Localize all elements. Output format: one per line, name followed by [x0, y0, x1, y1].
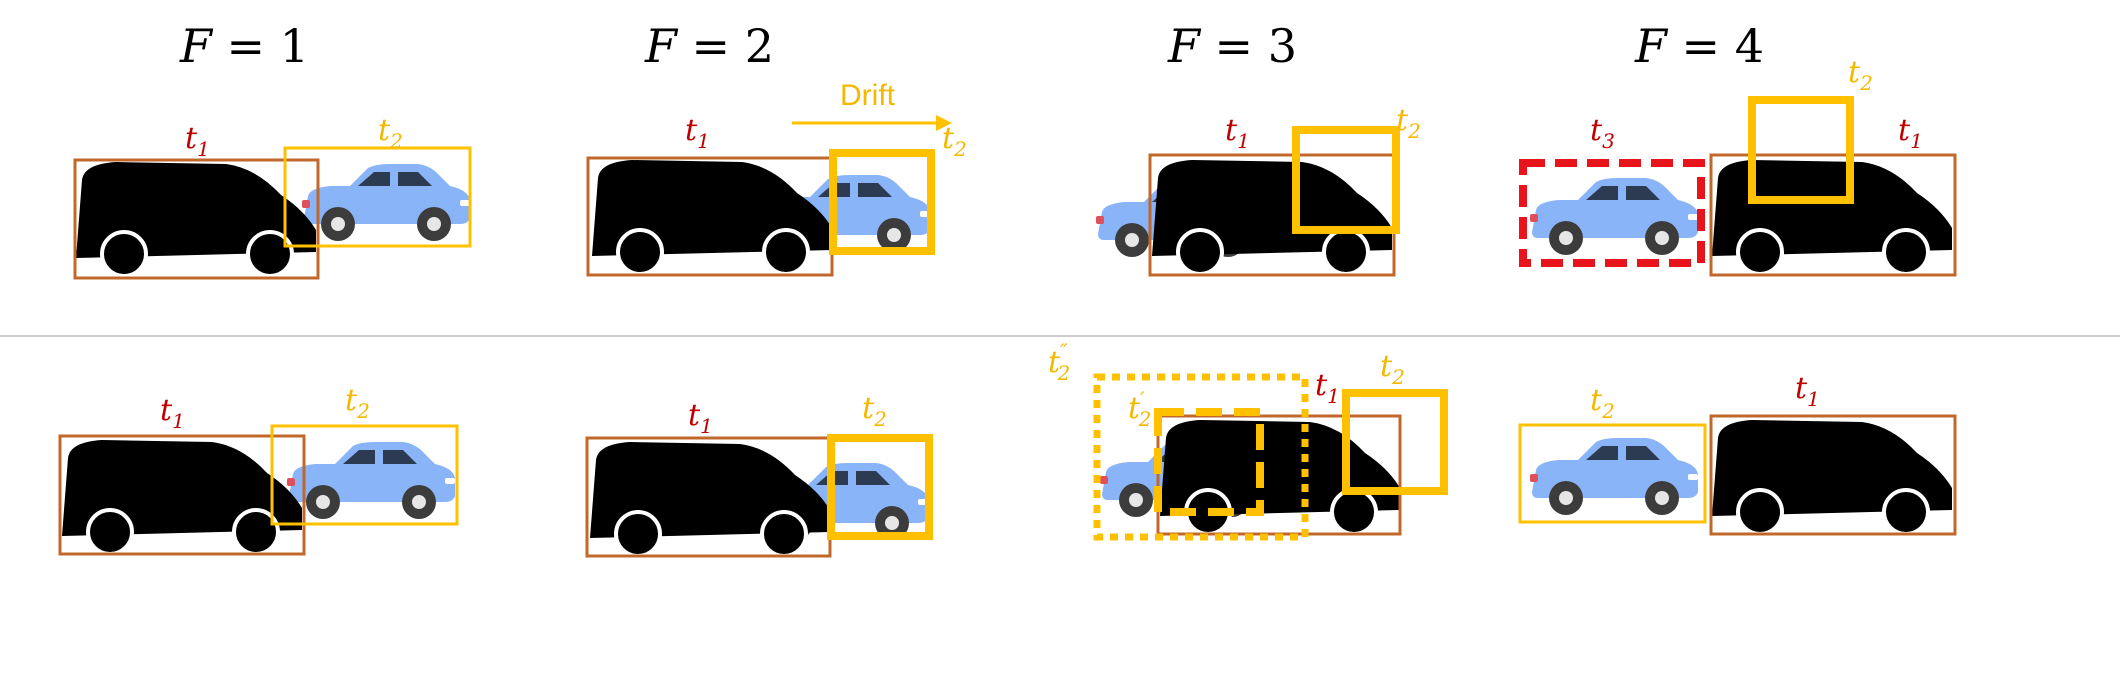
track-box-t1 [1709, 153, 1957, 277]
label-t2: t2 [1848, 55, 1873, 95]
label-t2: t2 [862, 391, 887, 431]
track-box-t2 [827, 434, 933, 540]
label-t3: t3 [1590, 113, 1615, 153]
label-t1: t1 [1225, 113, 1250, 153]
black-minivan-icon [1150, 158, 1394, 276]
label-t2: t2 [378, 113, 403, 153]
top-frame-2: t1 t2 Drift [586, 79, 967, 277]
svg-text:F = 1: F = 1 [179, 19, 309, 73]
label-t2: t2 [1590, 383, 1615, 423]
label-t2-double-prime: t″2 [1048, 339, 1070, 385]
black-minivan-icon [1710, 418, 1954, 536]
track-box-t2 [829, 149, 935, 255]
svg-text:F = 2: F = 2 [644, 19, 774, 73]
track-box-t2-prime [1154, 408, 1264, 516]
top-frame-3: t1 t2 [1096, 103, 1421, 277]
track-box-t1 [73, 158, 320, 280]
label-t2-prime: t′2 [1128, 387, 1151, 431]
label-t1: t1 [1795, 371, 1820, 411]
black-minivan-icon [74, 160, 318, 278]
track-box-t2 [283, 146, 472, 248]
svg-text:F = 3: F = 3 [1167, 19, 1297, 73]
track-box-t2 [1292, 126, 1400, 234]
track-box-t3 [1519, 159, 1705, 267]
black-minivan-icon [590, 158, 834, 276]
label-t1: t1 [185, 121, 210, 161]
track-box-t1 [58, 434, 306, 556]
label-t2: t2 [1380, 349, 1405, 389]
black-minivan-icon [60, 438, 304, 556]
track-box-t2 [270, 424, 459, 526]
drift-label: Drift [840, 79, 896, 112]
label-t1: t1 [1315, 368, 1340, 408]
track-box-t2-double-prime [1093, 373, 1309, 541]
bottom-frame-2: t1 t2 [585, 391, 933, 558]
svg-text:F = 4: F = 4 [1634, 19, 1764, 73]
black-minivan-icon [588, 440, 832, 558]
label-t1: t1 [688, 398, 713, 438]
top-frame-4: t3 t1 t2 [1519, 55, 1957, 277]
label-t1: t1 [160, 393, 185, 433]
blue-sedan-icon [302, 164, 470, 241]
blue-sedan-icon [287, 442, 455, 519]
bottom-frame-4: t2 t1 [1518, 371, 1957, 536]
blue-sedan-icon [1530, 438, 1698, 515]
track-box-t2 [1518, 423, 1707, 524]
track-box-t2 [1342, 389, 1448, 495]
label-t1: t1 [1898, 113, 1923, 153]
label-t2: t2 [942, 121, 967, 161]
frame-header-3: F = 3 [1167, 19, 1297, 73]
bottom-frame-3: t″2 t′2 t1 t2 [1048, 339, 1448, 541]
label-t2: t2 [1396, 103, 1421, 143]
top-frame-1: t1 t2 [73, 113, 472, 280]
label-t1: t1 [685, 113, 710, 153]
bottom-frame-1: t1 t2 [58, 383, 459, 556]
drift-arrow-icon [792, 115, 952, 131]
frame-header-1: F = 1 [179, 19, 309, 73]
black-minivan-icon [1158, 418, 1402, 536]
frame-header-4: F = 4 [1634, 19, 1764, 73]
label-t2: t2 [345, 383, 370, 423]
blue-sedan-icon [1530, 178, 1698, 255]
frame-header-2: F = 2 [644, 19, 774, 73]
track-box-t1 [1709, 414, 1957, 536]
track-box-t2 [1748, 96, 1854, 204]
